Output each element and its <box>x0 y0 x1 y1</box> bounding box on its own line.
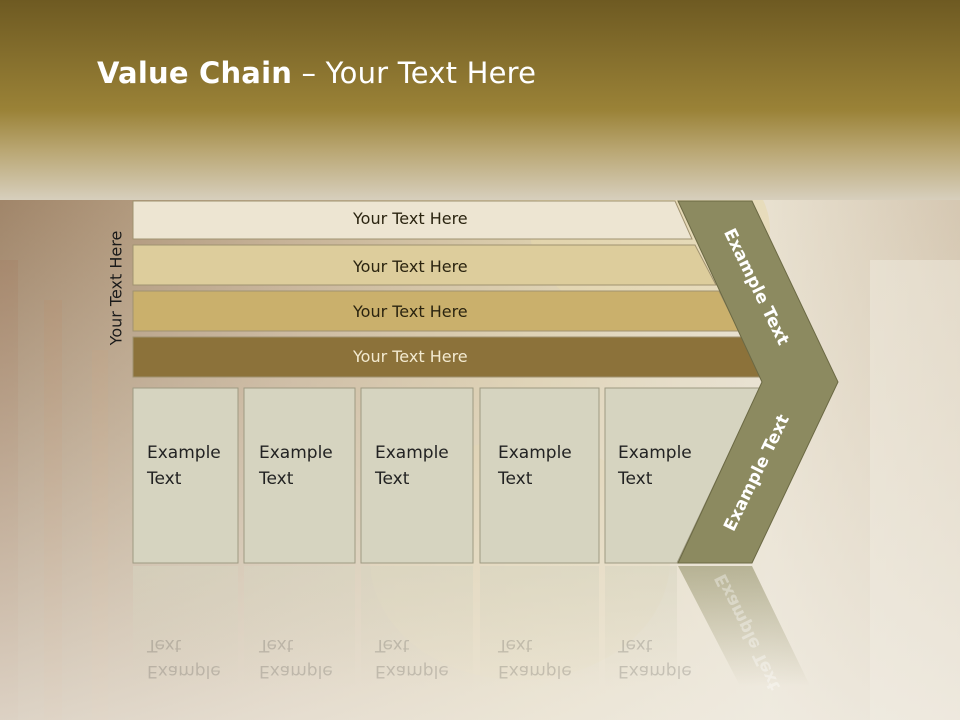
column-reflection-2: Example Text <box>259 632 333 684</box>
column-reflection-4: Example Text <box>498 632 572 684</box>
column-box-1 <box>132 387 239 564</box>
column-text-2-line1: Example <box>259 443 333 463</box>
title-bold: Value Chain <box>97 56 293 90</box>
row-bar-2 <box>132 244 717 286</box>
column-text-5-line2: Text <box>618 469 653 489</box>
column-text-2-line2: Text <box>259 469 294 489</box>
column-reflection-2-line1: Example <box>259 661 333 681</box>
side-label: Your Text Here <box>106 230 126 346</box>
column-text-3-line2: Text <box>375 469 410 489</box>
column-reflection-1: Example Text <box>147 632 221 684</box>
row-label-4: Your Text Here <box>353 347 468 366</box>
column-reflection-4-line1: Example <box>498 661 572 681</box>
row-label-3: Your Text Here <box>353 302 468 321</box>
column-box-5 <box>604 387 761 564</box>
column-reflection-5-line1: Example <box>618 661 692 681</box>
column-box-2 <box>243 387 356 564</box>
row-label-2: Your Text Here <box>353 257 468 276</box>
column-text-4-line1: Example <box>498 443 572 463</box>
column-text-4-line2: Text <box>498 469 533 489</box>
row-bar-1 <box>132 200 693 240</box>
column-text-1-line2: Text <box>147 469 182 489</box>
chevron-arrow <box>677 200 839 564</box>
column-box-4 <box>479 387 600 564</box>
column-reflection-1-line2: Text <box>147 635 182 655</box>
column-reflection-5: Example Text <box>618 632 692 684</box>
column-box-3 <box>360 387 474 564</box>
column-reflection-3: Example Text <box>375 632 449 684</box>
column-reflection-3-line2: Text <box>375 635 410 655</box>
column-text-3-line1: Example <box>375 443 449 463</box>
slide-title: Value Chain – Your Text Here <box>97 56 536 90</box>
column-reflection-1-line1: Example <box>147 661 221 681</box>
column-reflection-3-line1: Example <box>375 661 449 681</box>
column-reflection-4-line2: Text <box>498 635 533 655</box>
row-label-1: Your Text Here <box>353 209 468 228</box>
column-text-1-line1: Example <box>147 443 221 463</box>
column-text-5-line1: Example <box>618 443 692 463</box>
column-reflection-2-line2: Text <box>259 635 294 655</box>
column-reflection-5-line2: Text <box>618 635 653 655</box>
title-rest: – Your Text Here <box>292 56 537 90</box>
